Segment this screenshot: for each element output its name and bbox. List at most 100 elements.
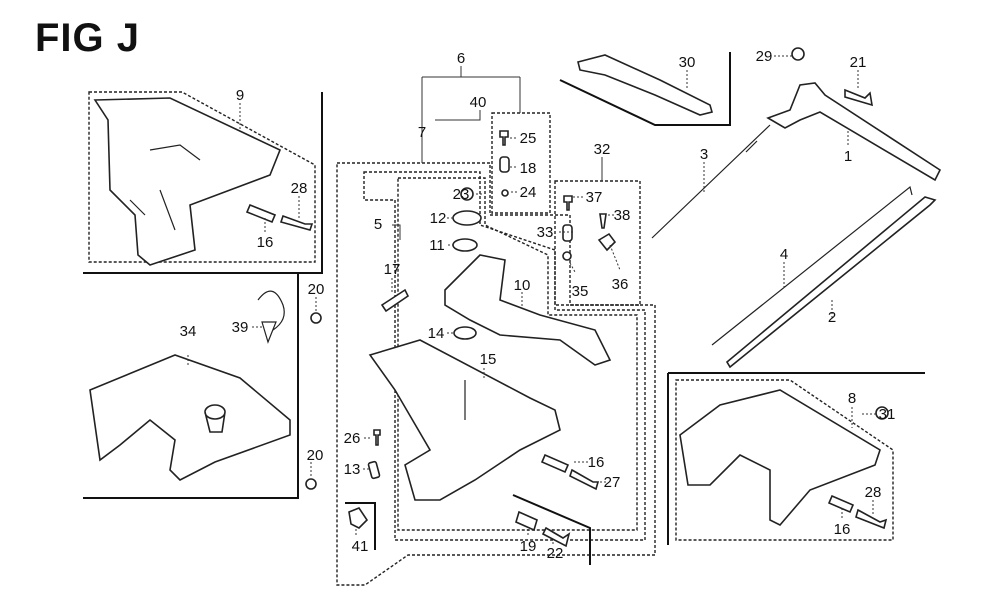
figure-title: FIG J [35,16,141,60]
callout-26: 26 [344,430,361,447]
part-38-screw [599,213,607,229]
part-13-sleeve [367,460,381,480]
part-16-spring-b [540,453,570,474]
part-37-screw [563,195,573,211]
frame-part-19-22 [512,494,591,565]
part-23-nut [460,187,474,201]
callout-23: 23 [453,186,470,203]
callout-34: 34 [180,323,197,340]
part-19-collar [515,510,538,532]
frame-part-41 [345,502,376,550]
frame-group [83,52,925,586]
callout-9: 9 [236,87,244,104]
part-39-clip [257,290,285,344]
bracket-5 [392,224,401,240]
part-31-nut [875,406,889,420]
part-33-sleeve [562,224,573,242]
callout-13: 13 [344,461,361,478]
part-27-bolt [569,468,600,491]
callout-30: 30 [679,54,696,71]
leader-lines [187,55,876,544]
callout-3: 3 [700,146,708,163]
part-36-clamp [597,232,617,252]
part-14-washer [453,326,477,340]
callout-41: 41 [352,538,369,555]
callout-25: 25 [520,130,537,147]
part-30-lever [577,54,713,116]
part-28-bolt-b [855,508,888,530]
callout-40: 40 [470,94,487,111]
callout-33: 33 [537,224,554,241]
callout-10: 10 [514,277,531,294]
part-9-bracket [93,97,282,266]
callout-22: 22 [547,545,564,562]
part-16-spring-a [245,203,277,224]
frame-group-6 [491,112,551,214]
part-25-screw [499,130,509,146]
callout-5: 5 [374,216,382,233]
bracket-6 [421,66,521,163]
part-26-screw [373,429,381,446]
part-34-cover [89,354,291,481]
callout-32: 32 [594,141,611,158]
callout-28a: 28 [291,180,308,197]
callout-20a: 20 [308,281,325,298]
callout-15: 15 [480,351,497,368]
parts [89,47,942,548]
part-28-bolt-a [279,214,314,231]
frame-bottom-right [667,372,925,545]
part-1-lever [766,82,942,182]
callout-8: 8 [848,390,856,407]
callout-37: 37 [586,189,603,206]
frame-part-9 [88,91,316,263]
callout-28b: 28 [865,484,882,501]
frame-bottom-left [83,272,299,499]
callout-19: 19 [520,538,537,555]
callout-18: 18 [520,160,537,177]
callout-17: 17 [384,261,401,278]
callout-39: 39 [232,319,249,336]
part-10-lever [444,254,612,366]
frame-part-30 [559,52,731,126]
frame-group-7 [336,162,656,586]
part-11-washer [452,238,478,252]
callout-2: 2 [828,309,836,326]
part-24-clip [501,189,509,197]
part-35-clip [562,251,572,261]
part-8-cover [679,389,881,526]
callout-38: 38 [614,207,631,224]
frame-group-32 [554,180,641,306]
callout-1: 1 [844,148,852,165]
part-2-cable [725,196,937,369]
part-34-boss [204,404,226,433]
callout-24: 24 [520,184,537,201]
callout-6: 6 [457,50,465,67]
callout-12: 12 [430,210,447,227]
part-4-rod [711,185,913,346]
callout-16a: 16 [257,234,274,251]
callout-11: 11 [429,237,445,254]
part-21-bolt [844,88,873,107]
part-3-rod [651,124,771,239]
callout-29: 29 [756,48,773,65]
callout-31: 31 [879,406,896,423]
callout-4: 4 [780,246,788,263]
frame-group-40 [397,177,638,531]
callout-35: 35 [572,283,589,300]
part-41-clip [348,507,369,529]
callout-16b: 16 [588,454,605,471]
callout-21: 21 [850,54,867,71]
bracket-40 [435,110,481,121]
callout-16c: 16 [834,521,851,538]
part-17-spring [380,288,410,313]
callout-27: 27 [604,474,621,491]
part-18-sleeve [499,156,510,173]
callout-36: 36 [612,276,629,293]
callout-14: 14 [428,325,445,342]
callout-7: 7 [418,124,426,141]
callout-20b: 20 [307,447,324,464]
part-20-bolt-b [305,478,317,490]
part-29-nut [791,47,805,61]
